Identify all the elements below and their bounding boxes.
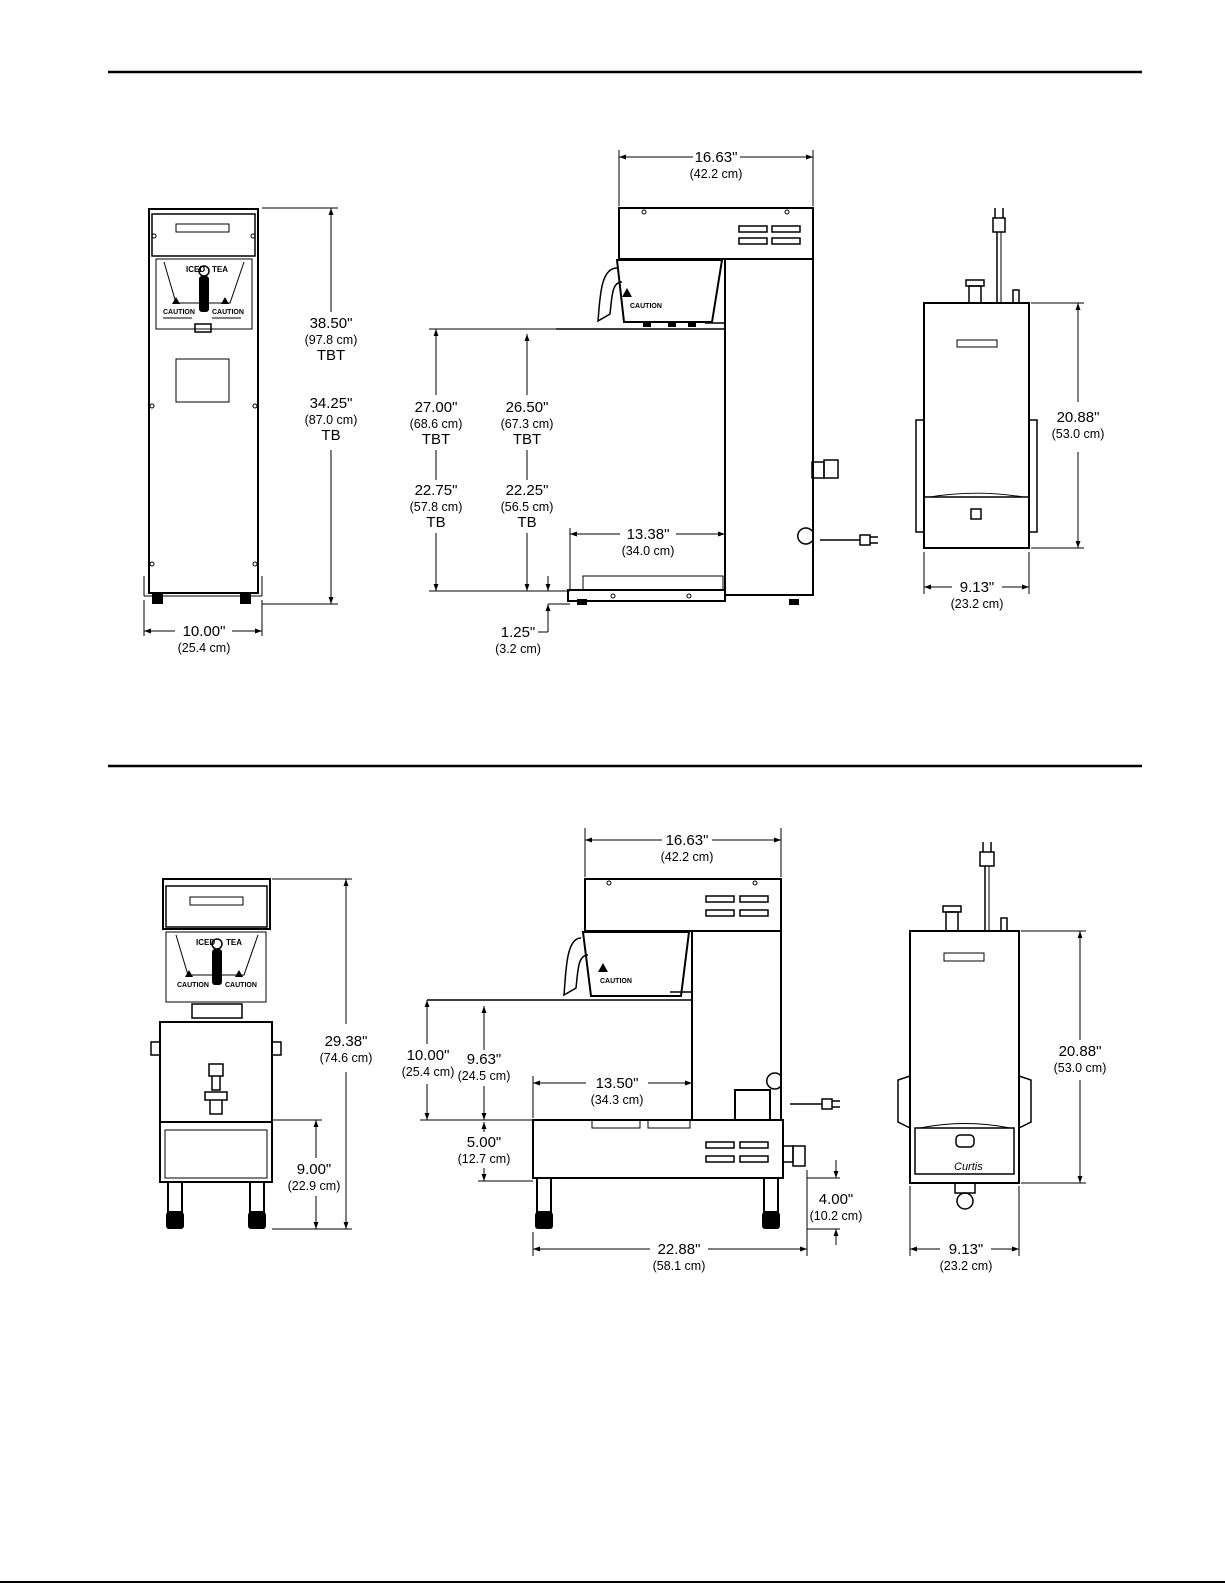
height-tb-model: TB <box>321 427 340 444</box>
curtis-logo: Curtis <box>954 1161 983 1173</box>
warning-icon <box>221 297 229 304</box>
stand-base-metric: (22.9 cm) <box>288 1179 341 1193</box>
back-view-stand-unit: Curtis <box>897 842 1032 1210</box>
inner-tbt-value: 26.50" <box>506 399 549 416</box>
leg-height-value: 4.00" <box>819 1191 854 1208</box>
base-depth-value: 13.38" <box>627 526 670 543</box>
clear-a-value: 10.00" <box>407 1047 450 1064</box>
height-tbt-metric: (97.8 cm) <box>305 333 358 347</box>
back-stand-width-metric: (23.2 cm) <box>940 1259 993 1273</box>
stand-height-value: 5.00" <box>467 1134 502 1151</box>
side-view-stand-unit: CAUTION <box>427 878 840 1229</box>
side-dimensions: 16.63" (42.2 cm) 27.00" (68.6 cm) TBT 22… <box>410 149 814 656</box>
back-width-metric: (23.2 cm) <box>951 597 1004 611</box>
height-tb-metric: (87.0 cm) <box>305 413 358 427</box>
back-height-value: 20.88" <box>1057 409 1100 426</box>
side-stand-dimensions: 16.63" (42.2 cm) 10.00" (25.4 cm) 9.63" … <box>402 828 863 1273</box>
stand-height-total-value: 29.38" <box>325 1033 368 1050</box>
side-view-tall-unit: CAUTION <box>556 207 878 605</box>
back-stand-width-value: 9.13" <box>949 1241 984 1258</box>
stand-side-depth-metric: (42.2 cm) <box>661 850 714 864</box>
clear-tb-value: 22.75" <box>415 482 458 499</box>
front-width-metric: (25.4 cm) <box>178 641 231 655</box>
warning-icon <box>235 970 243 977</box>
clear-a-metric: (25.4 cm) <box>402 1065 455 1079</box>
clear-tbt-value: 27.00" <box>415 399 458 416</box>
faucet-handle-icon <box>199 276 209 312</box>
side-depth-value: 16.63" <box>695 149 738 166</box>
clear-tbt-metric: (68.6 cm) <box>410 417 463 431</box>
section-1: ICED TEA CAUTION CAUTION <box>143 149 1105 656</box>
inner-tb-metric: (56.5 cm) <box>501 500 554 514</box>
side-depth-metric: (42.2 cm) <box>690 167 743 181</box>
back-dimensions: 20.88" (53.0 cm) 9.13" (23.2 cm) <box>923 302 1105 611</box>
stand-base-value: 9.00" <box>297 1161 332 1178</box>
clear-tb-model: TB <box>426 514 445 531</box>
front-view-tall-unit: ICED TEA CAUTION CAUTION <box>143 208 263 604</box>
caution-label: CAUTION <box>212 309 244 316</box>
back-stand-height-value: 20.88" <box>1059 1043 1102 1060</box>
base-depth-metric: (34.0 cm) <box>622 544 675 558</box>
front-stand-dimensions: 29.38" (74.6 cm) 9.00" (22.9 cm) <box>272 878 373 1230</box>
inner-tb-model: TB <box>517 514 536 531</box>
clear-tb-metric: (57.8 cm) <box>410 500 463 514</box>
warning-icon <box>598 963 608 972</box>
clear-b-value: 9.63" <box>467 1051 502 1068</box>
stand-height-metric: (12.7 cm) <box>458 1152 511 1166</box>
shelf-depth-value: 13.50" <box>596 1075 639 1092</box>
height-tbt-model: TBT <box>317 347 345 364</box>
clear-b-metric: (24.5 cm) <box>458 1069 511 1083</box>
leg-height-metric: (10.2 cm) <box>810 1209 863 1223</box>
caution-label: CAUTION <box>163 309 195 316</box>
clear-tbt-model: TBT <box>422 431 450 448</box>
overall-depth-value: 22.88" <box>658 1241 701 1258</box>
caution-label: CAUTION <box>225 982 257 989</box>
warning-icon <box>172 297 180 304</box>
front-width-dimension: 10.00" (25.4 cm) <box>143 600 263 655</box>
warning-icon <box>185 970 193 977</box>
overall-depth-metric: (58.1 cm) <box>653 1259 706 1273</box>
leg-height-value: 1.25" <box>501 624 536 641</box>
back-view-tall-unit <box>915 208 1038 549</box>
caution-label: CAUTION <box>630 303 662 310</box>
inner-tbt-metric: (67.3 cm) <box>501 417 554 431</box>
warning-icon <box>622 288 632 297</box>
leg-height-metric: (3.2 cm) <box>495 642 541 656</box>
front-width-value: 10.00" <box>183 623 226 640</box>
inner-tb-value: 22.25" <box>506 482 549 499</box>
back-stand-height-metric: (53.0 cm) <box>1054 1061 1107 1075</box>
back-height-metric: (53.0 cm) <box>1052 427 1105 441</box>
stand-height-total-metric: (74.6 cm) <box>320 1051 373 1065</box>
tea-label: TEA <box>212 265 228 274</box>
stand-side-depth-value: 16.63" <box>666 832 709 849</box>
back-stand-dimensions: 20.88" (53.0 cm) 9.13" (23.2 cm) <box>909 930 1107 1273</box>
caution-label: CAUTION <box>600 978 632 985</box>
height-tb-value: 34.25" <box>310 395 353 412</box>
front-height-dimension: 38.50" (97.8 cm) TBT 34.25" (87.0 cm) TB <box>262 207 358 605</box>
front-view-stand-unit: ICED TEA CAUTION CAUTION <box>150 878 282 1229</box>
inner-tbt-model: TBT <box>513 431 541 448</box>
iced-label: ICED <box>196 938 215 947</box>
height-tbt-value: 38.50" <box>310 315 353 332</box>
section-2: ICED TEA CAUTION CAUTION 29.38" <box>150 828 1107 1273</box>
tea-label: TEA <box>226 938 242 947</box>
iced-label: ICED <box>186 265 205 274</box>
caution-label: CAUTION <box>177 982 209 989</box>
faucet-handle-icon <box>212 949 222 985</box>
shelf-depth-metric: (34.3 cm) <box>591 1093 644 1107</box>
back-width-value: 9.13" <box>960 579 995 596</box>
